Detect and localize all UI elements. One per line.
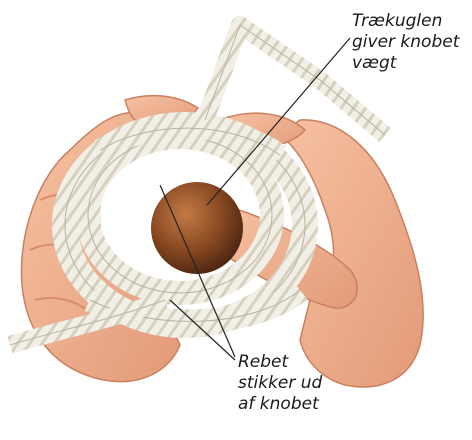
rope-ends: [7, 16, 391, 354]
annotation-ball-line-3: vægt: [352, 53, 397, 73]
annotation-rope-line-3: af knobet: [238, 394, 319, 414]
leader-lines: [159, 37, 351, 361]
annotation-ball: Trækuglen giver knobet vægt: [352, 11, 459, 74]
leader-line-rope-1: [159, 184, 236, 358]
annotation-rope: Rebet stikker ud af knobet: [238, 352, 322, 415]
annotation-rope-line-2: stikker ud: [238, 373, 323, 393]
annotation-ball-line-1: Trækuglen: [352, 11, 443, 31]
leader-line-ball: [206, 37, 351, 206]
annotation-ball-line-2: giver knobet: [352, 32, 460, 52]
leader-line-rope-2: [169, 299, 236, 361]
annotation-rope-line-1: Rebet: [238, 352, 289, 372]
wooden-ball: [151, 182, 243, 274]
